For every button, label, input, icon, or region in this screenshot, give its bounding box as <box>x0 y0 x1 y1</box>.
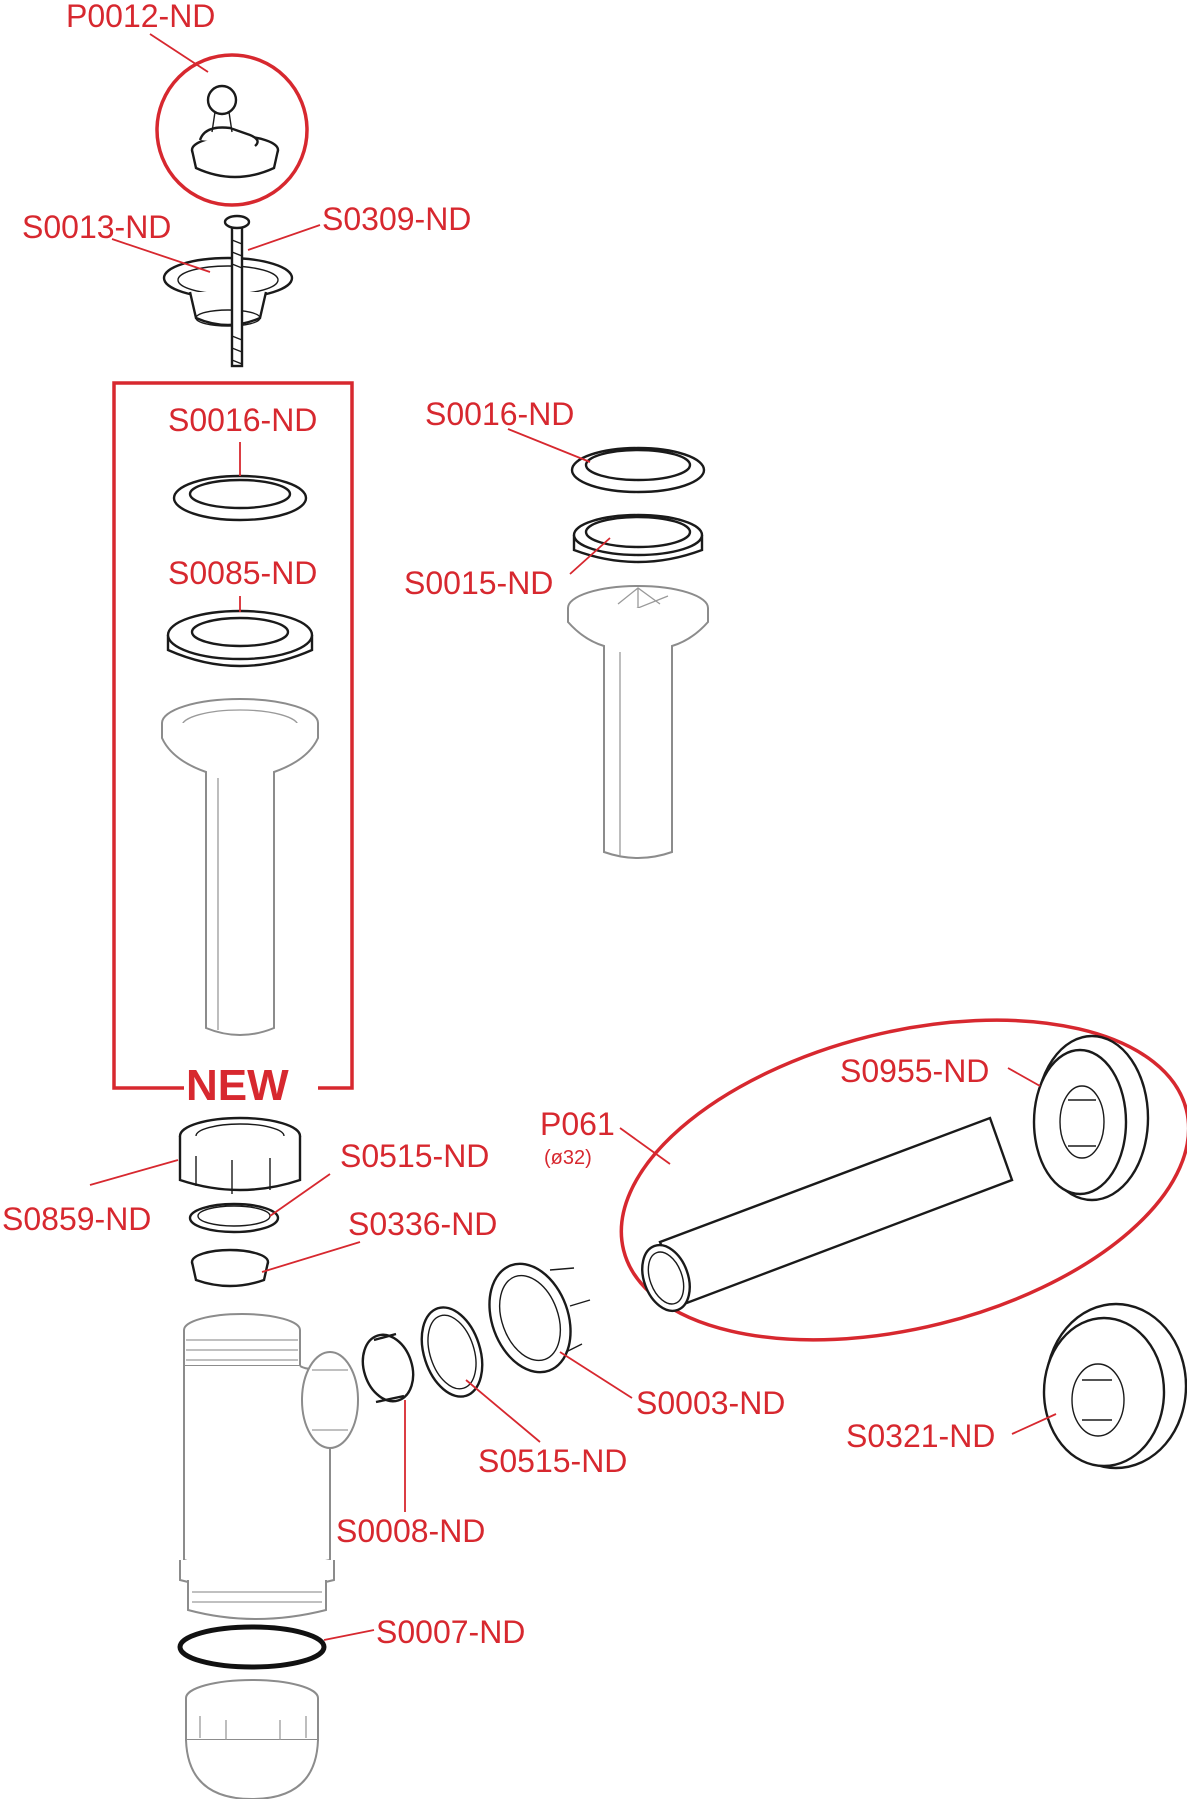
tailpiece-new <box>161 698 319 1036</box>
leader-s0859 <box>89 1159 179 1186</box>
washer-s0085 <box>166 609 314 668</box>
leader-p0012 <box>149 33 209 73</box>
rosette-s0955 <box>1032 1034 1150 1202</box>
tailpiece-right <box>567 585 709 859</box>
label-s0008: S0008-ND <box>336 1513 485 1549</box>
strainer-part <box>162 214 294 368</box>
ring-s0515-top <box>188 1202 280 1234</box>
label-s0309: S0309-ND <box>322 201 471 237</box>
leader-s0955 <box>1007 1067 1041 1087</box>
o-ring-s0007 <box>177 1624 327 1670</box>
nut-s0003 <box>488 1262 591 1374</box>
washer-s0016-new <box>172 474 308 522</box>
label-s0336: S0336-ND <box>348 1206 497 1242</box>
new-badge: NEW <box>186 1061 289 1110</box>
label-s0013: S0013-ND <box>22 209 171 245</box>
label-s0016-new: S0016-ND <box>168 402 317 438</box>
label-s0955: S0955-ND <box>840 1053 989 1089</box>
leader-s0515-top <box>269 1173 331 1217</box>
leader-s0336 <box>261 1241 361 1273</box>
leader-s0309 <box>247 224 321 251</box>
label-p0012: P0012-ND <box>66 0 215 34</box>
label-s0515-bottom: S0515-ND <box>478 1443 627 1479</box>
stopper-part <box>155 53 309 207</box>
washer-s0015 <box>572 513 704 564</box>
pipe-group-frame <box>619 1018 1187 1342</box>
label-s0003: S0003-ND <box>636 1385 785 1421</box>
leader-s0007 <box>323 1629 375 1641</box>
bottle-trap-cup <box>185 1679 319 1799</box>
label-s0015: S0015-ND <box>404 565 553 601</box>
label-p061: P061 <box>540 1106 615 1142</box>
new-kit-frame <box>112 381 354 1090</box>
label-s0321: S0321-ND <box>846 1418 995 1454</box>
washer-s0016-right <box>570 446 706 494</box>
ring-s0515-bottom <box>420 1306 484 1398</box>
label-s0007: S0007-ND <box>376 1614 525 1650</box>
leader-s0515-bottom <box>465 1379 541 1443</box>
leader-s0015 <box>569 537 611 575</box>
nut-s0859 <box>178 1116 302 1194</box>
label-p061-diameter: (ø32) <box>544 1147 592 1169</box>
label-s0859: S0859-ND <box>2 1201 151 1237</box>
cone-washer-s0336 <box>190 1248 270 1288</box>
leader-s0013 <box>111 238 211 273</box>
cone-s0008 <box>361 1332 415 1404</box>
leader-s0321 <box>1011 1413 1057 1435</box>
label-s0016-right: S0016-ND <box>425 396 574 432</box>
label-s0085: S0085-ND <box>168 555 317 591</box>
leader-s0003 <box>559 1351 633 1399</box>
rosette-s0321 <box>1042 1302 1187 1470</box>
bottle-trap-body <box>179 1313 359 1620</box>
leader-p061 <box>619 1127 671 1165</box>
label-s0515-top: S0515-ND <box>340 1138 489 1174</box>
leader-s0016-right <box>507 428 591 463</box>
pipe-p061 <box>641 1116 1014 1313</box>
